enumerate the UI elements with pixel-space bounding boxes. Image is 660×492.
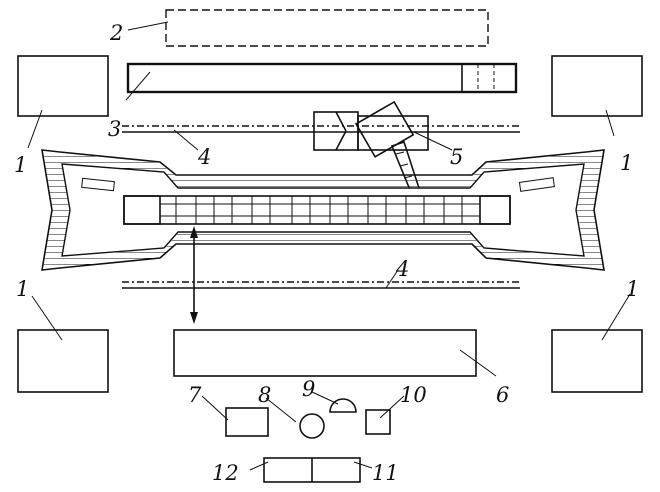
label-1-top-left: 1 [14, 153, 27, 177]
box-1-top-left [17, 55, 109, 117]
label-12: 12 [212, 461, 239, 485]
leader-lines [27, 21, 631, 471]
label-5: 5 [450, 145, 463, 169]
label-4-bottom: 4 [395, 257, 409, 281]
rail-4-top [122, 125, 520, 133]
box-3 [126, 62, 518, 94]
double-arrow [190, 226, 198, 324]
box-1-bottom-right [551, 329, 643, 393]
label-1-bottom-right: 1 [626, 277, 639, 301]
box-1-bottom-left [17, 329, 109, 393]
semicircle-9 [329, 398, 357, 413]
label-3: 3 [108, 117, 121, 141]
label-1-bottom-left: 1 [16, 277, 29, 301]
circle-8 [299, 413, 325, 439]
label-10: 10 [400, 383, 427, 407]
box-11-12 [263, 457, 361, 483]
box-6 [173, 329, 477, 377]
label-1-top-right: 1 [620, 151, 633, 175]
label-8: 8 [258, 383, 271, 407]
label-2: 2 [109, 21, 123, 45]
box-10 [365, 409, 391, 435]
rail-4-bottom [122, 281, 520, 289]
label-9: 9 [302, 377, 315, 401]
label-4-top: 4 [197, 145, 211, 169]
label-7: 7 [188, 383, 202, 407]
label-11: 11 [372, 461, 399, 485]
box-2-dashed [165, 9, 489, 47]
label-6: 6 [496, 383, 509, 407]
box-7 [225, 407, 269, 437]
box-1-top-right [551, 55, 643, 117]
hull-body [41, 149, 605, 271]
